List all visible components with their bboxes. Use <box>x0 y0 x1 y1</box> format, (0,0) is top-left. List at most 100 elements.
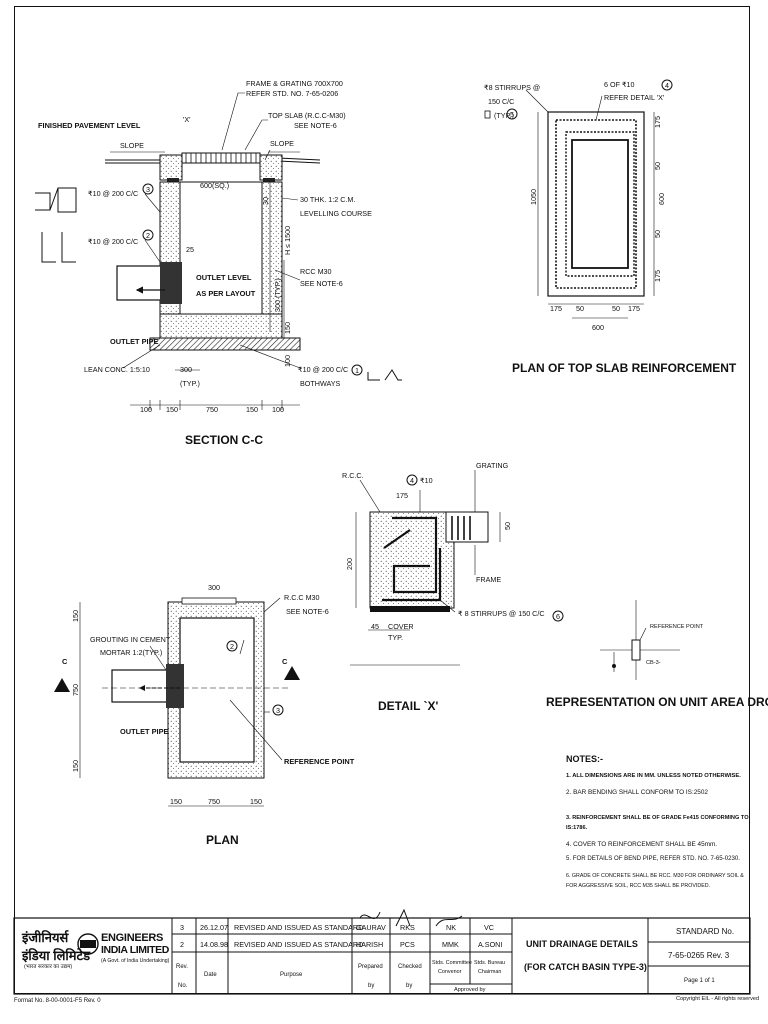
std-label: STANDARD No. <box>676 927 734 936</box>
dim-bot-2: 50 <box>612 304 620 313</box>
hdr-approved: Approved by <box>454 987 486 993</box>
svg-text:4: 4 <box>410 476 414 485</box>
svg-text:5: 5 <box>510 110 514 119</box>
label-outlet-pipe: OUTLET PIPE <box>110 337 159 346</box>
label-dim-100: 100 <box>283 355 292 367</box>
hdr-prepared: Prepared <box>358 964 383 970</box>
page-count: Page 1 of 1 <box>684 978 715 984</box>
company-hindi-2: इंडिया लिमिटेड <box>22 948 91 963</box>
dim-1050: 1050 <box>529 189 538 205</box>
section-cc-title: SECTION C-C <box>185 433 263 447</box>
label-stirrups: ₹ 8 STIRRUPS @ 150 C/C <box>458 609 545 618</box>
label-size-600: 600(SQ.) <box>200 181 229 190</box>
label-bars: 6 OF ₹10 <box>604 80 635 89</box>
label-dim-30: 30 <box>261 197 270 205</box>
dim-45: 45 <box>371 622 379 631</box>
dim-bottom-0: 100 <box>140 405 152 414</box>
note-6: 6. GRADE OF CONCRETE SHALL BE RCC. M30 F… <box>566 873 744 879</box>
format-number: Format No. 8-00-0001-F5 Rev. 0 <box>14 998 101 1004</box>
representation-title: REPRESENTATION ON UNIT AREA DRG. <box>546 695 768 709</box>
plan-top-slab: 4 5 ₹8 STIRRUPS @ 150 C/C (TYP.) 6 OF ₹1… <box>484 79 737 375</box>
row1-date: 26.12.07 <box>200 923 228 932</box>
label-refer-detail: REFER DETAIL 'X' <box>604 93 665 102</box>
dim-right-2: 50 <box>653 230 662 238</box>
label-dim-25: 25 <box>186 245 194 254</box>
notes-heading: NOTES:- <box>566 754 603 764</box>
row1-convenor: NK <box>446 923 456 932</box>
svg-text:2: 2 <box>146 231 150 240</box>
hdr-checked: Checked <box>398 964 422 970</box>
label-grating: GRATING <box>476 461 509 470</box>
row2-date: 14.08.98 <box>200 940 228 949</box>
label-bar: ₹10 <box>420 476 433 485</box>
dim-200: 200 <box>345 558 354 570</box>
dim-bottom-4: 100 <box>272 405 284 414</box>
copyright: Copyright EIL - All rights reserved <box>676 996 760 1002</box>
drawing-title-2: (FOR CATCH BASIN TYPE-3) <box>524 962 647 972</box>
dim-50: 50 <box>503 522 512 530</box>
section-mark-right: C <box>282 657 288 666</box>
dim-bottom-2: 750 <box>206 405 218 414</box>
label-as-per-layout: AS PER LAYOUT <box>196 289 256 298</box>
dim-600v: 600 <box>657 193 666 205</box>
label-bar-1: ₹10 @ 200 C/C <box>298 365 348 374</box>
company-hindi-1: इंजीनियर्स <box>22 930 69 945</box>
note-3b: IS:1786. <box>566 825 588 831</box>
label-stirrup-cc: 150 C/C <box>488 97 514 106</box>
note-2: 2. BAR BENDING SHALL CONFORM TO IS:2502 <box>566 789 708 796</box>
hdr-convenor-2: Convenor <box>438 969 462 975</box>
eil-logo-icon <box>77 933 99 955</box>
hdr-chairman-2: Chairman <box>478 969 501 975</box>
representation: REFERENCE POINT CB-3- REPRESENTATION ON … <box>546 600 768 709</box>
company-sub: (A Govt. of India Undertaking) <box>101 958 170 964</box>
svg-text:4: 4 <box>665 81 669 90</box>
label-slope-left: SLOPE <box>120 141 144 150</box>
row1-purpose: REVISED AND ISSUED AS STANDARD <box>234 923 363 932</box>
dim-right-0: 175 <box>653 116 662 128</box>
hdr-no: No. <box>178 983 188 989</box>
dim-175: 175 <box>396 491 408 500</box>
dim-plan-bot-2: 150 <box>250 797 262 806</box>
title-block: 3 26.12.07 REVISED AND ISSUED AS STANDAR… <box>13 908 751 995</box>
drawing-title-1: UNIT DRAINAGE DETAILS <box>526 939 638 949</box>
label-rep-tag: CB-3- <box>646 660 661 666</box>
label-plan-rcc: R.C.C M30 <box>284 593 320 602</box>
row2-rev: 2 <box>180 940 184 949</box>
hdr-checked-by: by <box>406 983 412 989</box>
plan-view: 2 3 C C 300 R.C.C M30 SEE NOTE-6 GROUTIN… <box>54 583 355 847</box>
std-no: 7-65-0265 Rev. 3 <box>668 951 730 960</box>
label-slope-right: SLOPE <box>270 139 294 148</box>
dim-left-1: 750 <box>71 684 80 696</box>
notes: NOTES:- 1. ALL DIMENSIONS ARE IN MM. UNL… <box>566 754 749 889</box>
row2-chairman: A.SONI <box>478 940 502 949</box>
svg-text:3: 3 <box>276 706 280 715</box>
dim-left-0: 150 <box>71 610 80 622</box>
dim-plan-bot-0: 150 <box>170 797 182 806</box>
label-typ: (TYP.) <box>180 379 200 388</box>
label-outlet-level: OUTLET LEVEL <box>196 273 252 282</box>
svg-text:1: 1 <box>355 366 359 375</box>
label-stirrups: ₹8 STIRRUPS @ <box>484 83 540 92</box>
plan-title: PLAN <box>206 833 239 847</box>
section-cc: 3 2 1 FRAME & GRATING 700X700 REFER STD.… <box>35 79 402 447</box>
hdr-rev: Rev. <box>176 964 188 970</box>
note-4: 4. COVER TO REINFORCEMENT SHALL BE 45mm. <box>566 841 717 848</box>
label-grouting: GROUTING IN CEMENT <box>90 635 171 644</box>
label-cover-typ: TYP. <box>388 633 403 642</box>
dim-right-3: 175 <box>653 270 662 282</box>
row1-chairman: VC <box>484 923 494 932</box>
dim-600: 600 <box>592 323 604 332</box>
label-rcc-m30: RCC M30 <box>300 267 332 276</box>
label-bar-3: ₹10 @ 200 C/C <box>88 189 138 198</box>
svg-text:3: 3 <box>146 185 150 194</box>
label-dim-150: 150 <box>283 322 292 334</box>
row1-checked: RKS <box>400 923 415 932</box>
label-top-slab: TOP SLAB (R.C.C-M30) <box>268 111 346 120</box>
hdr-purpose: Purpose <box>280 972 303 978</box>
detail-x-title: DETAIL `X' <box>378 699 439 713</box>
dim-bottom-3: 150 <box>246 405 258 414</box>
note-6b: FOR AGGRESSIVE SOIL, RCC M35 SHALL BE PR… <box>566 883 710 889</box>
label-cm: 30 THK. 1:2 C.M. <box>300 195 355 204</box>
label-mortar: MORTAR 1:2(TYP.) <box>100 648 162 657</box>
row1-rev: 3 <box>180 923 184 932</box>
